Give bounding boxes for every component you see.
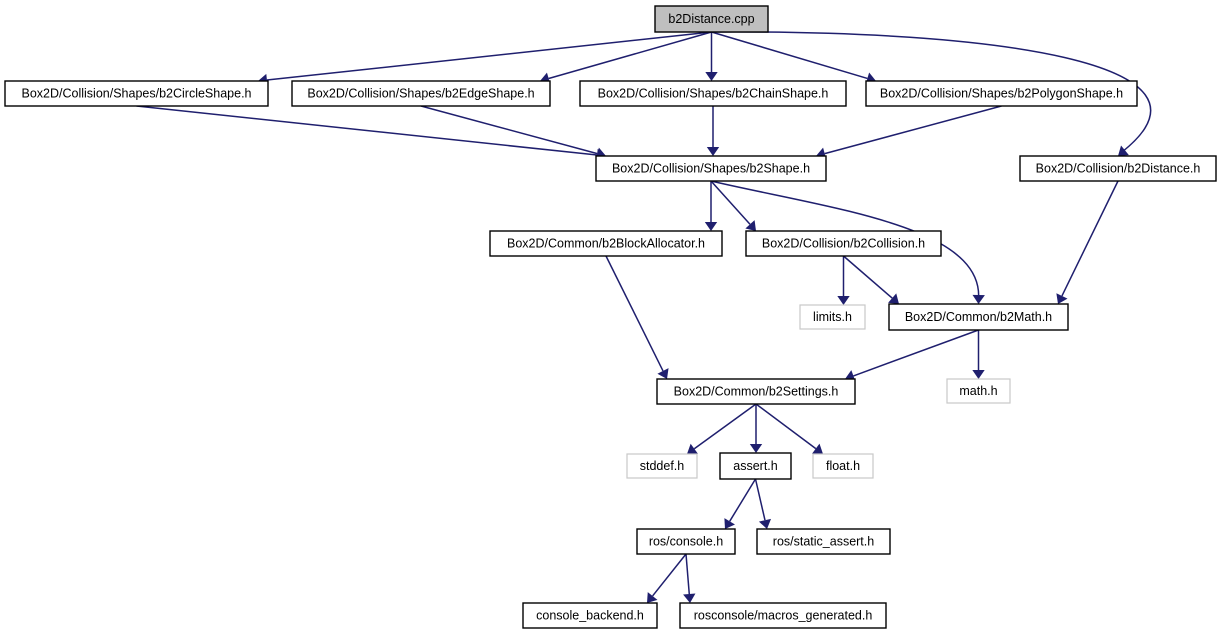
node-mathh[interactable]: math.h xyxy=(946,378,1011,404)
edge-settings-to-float xyxy=(755,403,817,450)
node-float[interactable]: float.h xyxy=(812,453,874,479)
node-label-assert: assert.h xyxy=(733,459,778,473)
edge-root-to-edgeshape xyxy=(548,31,712,80)
node-label-limits: limits.h xyxy=(813,310,852,324)
node-box-edgeshape[interactable] xyxy=(291,80,551,107)
node-rosstaticassert[interactable]: ros/static_assert.h xyxy=(756,528,891,555)
node-label-rosstaticassert: ros/static_assert.h xyxy=(773,534,874,548)
node-box-assert[interactable] xyxy=(719,452,792,480)
node-box-root[interactable] xyxy=(654,5,769,33)
arrowhead-root-to-chainshape xyxy=(705,72,718,81)
node-label-stddef: stddef.h xyxy=(640,459,685,473)
node-circleshape[interactable]: Box2D/Collision/Shapes/b2CircleShape.h xyxy=(4,80,269,107)
node-box-polygonshape[interactable] xyxy=(865,80,1138,107)
node-stddef[interactable]: stddef.h xyxy=(626,453,698,479)
arrowhead-collision-to-limits xyxy=(837,296,850,305)
node-label-edgeshape: Box2D/Collision/Shapes/b2EdgeShape.h xyxy=(307,86,534,100)
node-blockallocator[interactable]: Box2D/Common/b2BlockAllocator.h xyxy=(489,230,723,257)
node-edgeshape[interactable]: Box2D/Collision/Shapes/b2EdgeShape.h xyxy=(291,80,551,107)
edge-root-to-polygonshape xyxy=(711,31,868,80)
node-label-circleshape: Box2D/Collision/Shapes/b2CircleShape.h xyxy=(22,86,252,100)
node-box-chainshape[interactable] xyxy=(579,80,847,107)
node-label-consolebackend: console_backend.h xyxy=(536,608,644,622)
node-root[interactable]: b2Distance.cpp xyxy=(654,5,769,33)
arrowhead-rosconsole-to-consolebackend xyxy=(647,592,658,603)
arrowhead-collision-to-math_b2 xyxy=(888,293,899,304)
node-label-root: b2Distance.cpp xyxy=(668,12,754,26)
node-label-settings: Box2D/Common/b2Settings.h xyxy=(674,384,839,398)
node-box-rosconsole[interactable] xyxy=(636,528,736,555)
node-rosconsole[interactable]: ros/console.h xyxy=(636,528,736,555)
arrowhead-assert-to-rosstaticassert xyxy=(758,518,772,529)
node-settings[interactable]: Box2D/Common/b2Settings.h xyxy=(656,378,856,405)
node-label-math_b2: Box2D/Common/b2Math.h xyxy=(905,310,1052,324)
node-label-collision: Box2D/Collision/b2Collision.h xyxy=(762,236,925,250)
arrowhead-settings-to-assert xyxy=(749,444,763,453)
node-collision[interactable]: Box2D/Collision/b2Collision.h xyxy=(745,230,942,257)
arrowhead-root-to-distanceh xyxy=(1118,145,1129,156)
edge-assert-to-rosconsole xyxy=(729,478,757,522)
node-label-blockallocator: Box2D/Common/b2BlockAllocator.h xyxy=(507,236,705,250)
edge-assert-to-rosstaticassert xyxy=(754,478,766,521)
arrowhead-blockallocator-to-settings xyxy=(657,368,669,379)
node-distanceh[interactable]: Box2D/Collision/b2Distance.h xyxy=(1019,155,1217,182)
arrowhead-assert-to-rosconsole xyxy=(724,518,735,529)
node-label-float: float.h xyxy=(826,459,860,473)
node-polygonshape[interactable]: Box2D/Collision/Shapes/b2PolygonShape.h xyxy=(865,80,1138,107)
edge-distanceh-to-math_b2 xyxy=(1061,180,1119,297)
node-box-collision[interactable] xyxy=(745,230,942,257)
node-layer: b2Distance.cppBox2D/Collision/Shapes/b2C… xyxy=(4,5,1217,629)
arrowhead-distanceh-to-math_b2 xyxy=(1056,293,1068,304)
node-label-rosconsole: ros/console.h xyxy=(649,534,723,548)
arrowhead-settings-to-stddef xyxy=(687,443,698,454)
edge-edgeshape-to-shape xyxy=(420,105,598,155)
node-box-limits[interactable] xyxy=(799,304,866,330)
edge-shape-to-collision xyxy=(710,180,751,225)
edge-blockallocator-to-settings xyxy=(605,255,664,372)
node-label-macrosgen: rosconsole/macros_generated.h xyxy=(694,608,873,622)
arrowhead-math_b2-to-mathh xyxy=(972,370,985,379)
node-box-consolebackend[interactable] xyxy=(522,602,658,629)
node-label-distanceh: Box2D/Collision/b2Distance.h xyxy=(1036,161,1201,175)
edge-math_b2-to-settings xyxy=(853,329,979,377)
arrowhead-rosconsole-to-macrosgen xyxy=(683,593,696,603)
node-label-polygonshape: Box2D/Collision/Shapes/b2PolygonShape.h xyxy=(880,86,1123,100)
node-box-macrosgen[interactable] xyxy=(679,602,887,629)
edge-polygonshape-to-shape xyxy=(824,105,1002,155)
edge-shape-to-math_b2 xyxy=(710,180,980,301)
edge-rosconsole-to-macrosgen xyxy=(685,553,691,595)
node-box-mathh[interactable] xyxy=(946,378,1011,404)
node-math_b2[interactable]: Box2D/Common/b2Math.h xyxy=(888,303,1069,331)
arrowhead-settings-to-float xyxy=(812,443,823,454)
node-limits[interactable]: limits.h xyxy=(799,304,866,330)
arrowhead-chainshape-to-shape xyxy=(706,147,720,156)
edge-root-to-distanceh xyxy=(711,31,1152,153)
node-consolebackend[interactable]: console_backend.h xyxy=(522,602,658,629)
node-box-distanceh[interactable] xyxy=(1019,155,1217,182)
node-box-settings[interactable] xyxy=(656,378,856,405)
edge-rosconsole-to-consolebackend xyxy=(652,553,687,597)
node-box-math_b2[interactable] xyxy=(888,303,1069,331)
edge-collision-to-math_b2 xyxy=(843,255,893,299)
node-chainshape[interactable]: Box2D/Collision/Shapes/b2ChainShape.h xyxy=(579,80,847,107)
edge-settings-to-stddef xyxy=(693,403,757,450)
node-assert[interactable]: assert.h xyxy=(719,452,792,480)
edge-circleshape-to-shape xyxy=(136,105,598,156)
arrowhead-shape-to-math_b2 xyxy=(972,294,985,304)
node-box-rosstaticassert[interactable] xyxy=(756,528,891,555)
node-shape[interactable]: Box2D/Collision/Shapes/b2Shape.h xyxy=(595,155,827,182)
edge-root-to-circleshape xyxy=(266,31,712,81)
node-label-shape: Box2D/Collision/Shapes/b2Shape.h xyxy=(612,161,810,175)
node-box-shape[interactable] xyxy=(595,155,827,182)
node-label-chainshape: Box2D/Collision/Shapes/b2ChainShape.h xyxy=(598,86,829,100)
node-box-blockallocator[interactable] xyxy=(489,230,723,257)
node-box-float[interactable] xyxy=(812,453,874,479)
node-label-mathh: math.h xyxy=(959,384,997,398)
arrowhead-shape-to-blockallocator xyxy=(704,222,718,231)
node-box-circleshape[interactable] xyxy=(4,80,269,107)
node-box-stddef[interactable] xyxy=(626,453,698,479)
node-macrosgen[interactable]: rosconsole/macros_generated.h xyxy=(679,602,887,629)
arrowhead-shape-to-collision xyxy=(745,220,756,231)
